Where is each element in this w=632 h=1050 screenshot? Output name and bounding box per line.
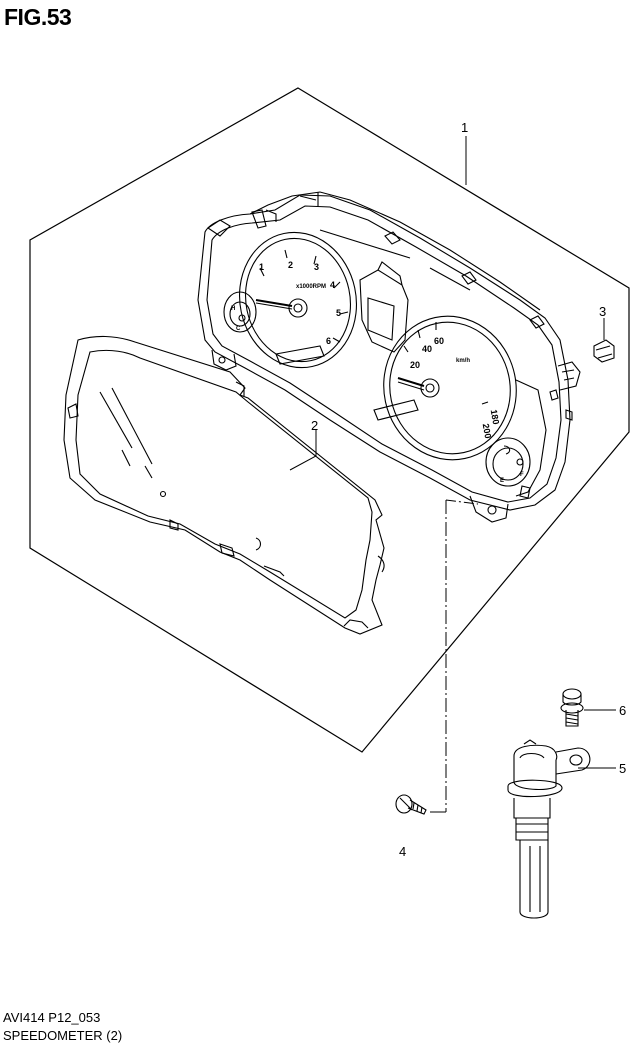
speed-number-20: 20	[410, 360, 420, 370]
tach-number-1: 1	[259, 262, 264, 272]
callout-1: 1	[461, 120, 468, 135]
figure-title: FIG.53	[4, 4, 72, 30]
combination-meter	[197, 191, 581, 523]
callout-4: 4	[399, 844, 406, 859]
screw-part	[395, 794, 427, 815]
speed-number-180: 180	[489, 409, 501, 426]
speed-number-200: 200	[481, 423, 493, 440]
tach-number-2: 2	[288, 260, 293, 270]
speed-number-60: 60	[434, 336, 444, 346]
speed-sensor-part	[507, 739, 591, 919]
temp-label-c: C	[236, 326, 241, 332]
leader-lines	[289, 136, 616, 813]
diagram-name: SPEEDOMETER (2)	[3, 1028, 123, 1043]
fuel-label-e: E	[500, 478, 504, 484]
tach-number-6: 6	[326, 336, 331, 346]
callout-3: 3	[599, 304, 606, 319]
tach-number-5: 5	[336, 308, 341, 318]
diagram-code: AVI414 P12_053	[3, 1010, 101, 1025]
callout-5: 5	[619, 761, 626, 776]
tach-unit: x1000RPM	[296, 284, 326, 290]
clip-part	[593, 339, 615, 363]
speed-number-40: 40	[422, 344, 432, 354]
temp-label-h: H	[231, 306, 235, 312]
assembly-boundary	[29, 87, 630, 753]
cluster-lens	[63, 335, 385, 635]
tach-number-3: 3	[314, 262, 319, 272]
callout-6: 6	[619, 703, 626, 718]
callout-2: 2	[311, 418, 318, 433]
speedometer-labels: 20 40 60 180 200 km/h E F	[410, 336, 524, 484]
alignment-line-top	[445, 499, 479, 505]
leader-2	[289, 430, 317, 471]
speed-unit: km/h	[456, 358, 470, 364]
fuel-label-f: F	[520, 472, 524, 478]
tach-number-4: 4	[330, 280, 335, 290]
bolt-part	[560, 688, 584, 727]
tachometer-labels: 1 2 3 4 5 6 x1000RPM H C	[231, 260, 341, 346]
